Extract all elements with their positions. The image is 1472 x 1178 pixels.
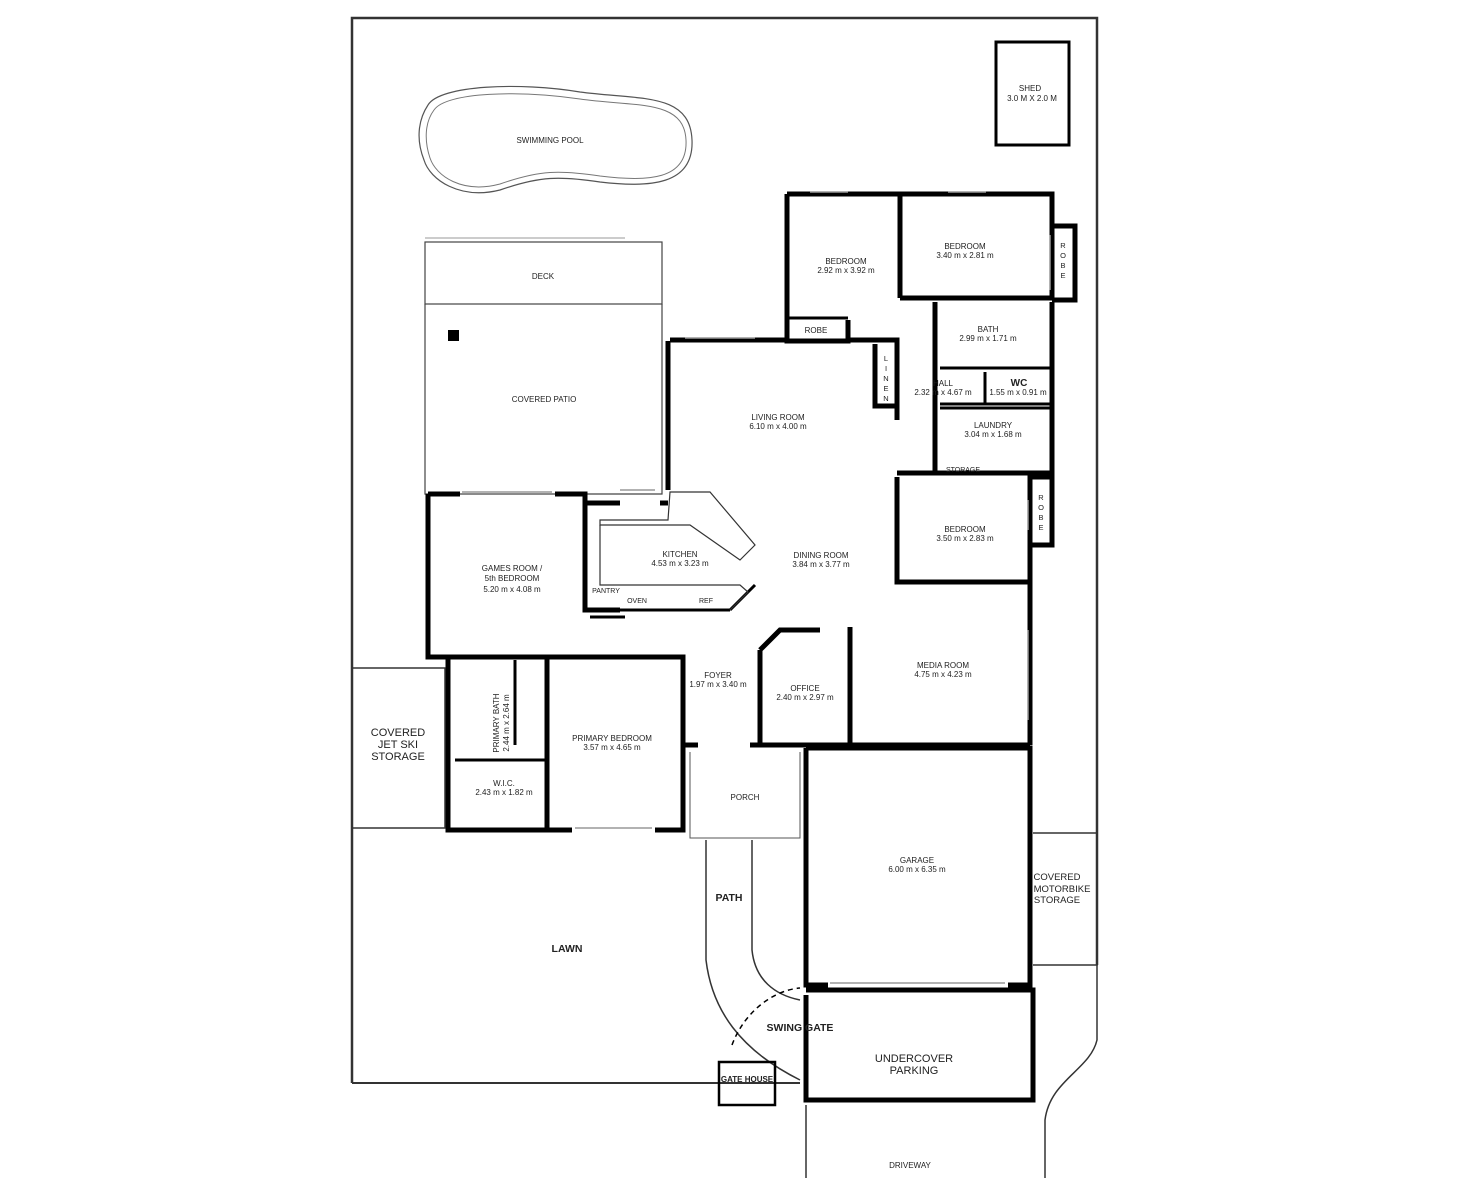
- pool-outer: [418, 85, 693, 194]
- gate-swing-arc: [731, 987, 801, 1046]
- shed-outline: [994, 40, 1071, 147]
- deck-label: DECK: [532, 272, 555, 281]
- games-label-1: GAMES ROOM /: [482, 564, 543, 573]
- kitchen-counter-lower: [599, 525, 749, 611]
- robe-c-e: E: [1038, 523, 1043, 532]
- pool-inner: [425, 93, 687, 188]
- shed-dims: 3.0 M X 2.0 M: [1007, 94, 1057, 103]
- path-left-edge: [705, 840, 801, 1081]
- games-dims: 5.20 m x 4.08 m: [483, 585, 541, 594]
- driveway-right: [1044, 965, 1098, 1178]
- labels: SHED 3.0 M X 2.0 M SWIMMING POOL DECK CO…: [371, 84, 1091, 1170]
- patio-outline: [424, 304, 663, 495]
- path-right-edge: [751, 840, 801, 1001]
- pantry-label: PANTRY: [592, 588, 620, 595]
- kitchen-dims: 4.53 m x 3.23 m: [651, 559, 709, 568]
- living-label: LIVING ROOM: [751, 413, 805, 422]
- robe-b-o: O: [1060, 251, 1066, 260]
- linen-i: I: [885, 364, 887, 373]
- motorbike-label-2: MOTORBIKE: [1034, 884, 1091, 895]
- motorbike-label-1: COVERED: [1034, 872, 1081, 883]
- wic-dims: 2.43 m x 1.82 m: [475, 788, 533, 797]
- wic-label: W.I.C.: [493, 779, 515, 788]
- primary-bath-label: PRIMARY BATH: [492, 693, 501, 752]
- robe-b-b: B: [1060, 261, 1065, 270]
- porch-outline: [689, 752, 801, 839]
- dining-label: DINING ROOM: [793, 551, 848, 560]
- bedroom-b-label: BEDROOM: [944, 242, 986, 251]
- linen-n2: N: [883, 394, 888, 403]
- gate-house-label: GATE HOUSE: [721, 1075, 774, 1084]
- media-label: MEDIA ROOM: [917, 661, 969, 670]
- primary-bath-dims: 2.44 m x 2.64 m: [502, 694, 511, 752]
- primary-bed-label: PRIMARY BEDROOM: [572, 734, 652, 743]
- primary-bed-dims: 3.57 m x 4.65 m: [583, 743, 641, 752]
- shed-label: SHED: [1019, 84, 1041, 93]
- media-dims: 4.75 m x 4.23 m: [914, 670, 972, 679]
- bath-dims: 2.99 m x 1.71 m: [959, 334, 1017, 343]
- foyer-label: FOYER: [704, 671, 732, 680]
- linen-e: E: [883, 384, 888, 393]
- robe-b-r: R: [1060, 241, 1066, 250]
- bedroom-b-dims: 3.40 m x 2.81 m: [936, 251, 994, 260]
- windows: [462, 191, 1051, 984]
- office-label: OFFICE: [790, 684, 819, 693]
- driveway-label: DRIVEWAY: [889, 1161, 931, 1170]
- undercover-label-1: UNDERCOVER: [875, 1053, 953, 1065]
- swing-gate-label: SWING GATE: [767, 1022, 834, 1034]
- bedroom-c-dims: 3.50 m x 2.83 m: [936, 534, 994, 543]
- patio-label: COVERED PATIO: [512, 395, 577, 404]
- living-dims: 6.10 m x 4.00 m: [749, 422, 807, 431]
- lawn-label: LAWN: [552, 943, 583, 955]
- undercover-label-2: PARKING: [890, 1065, 939, 1077]
- robe-c-b: B: [1038, 513, 1043, 522]
- laundry-dims: 3.04 m x 1.68 m: [964, 430, 1022, 439]
- ref-label: REF: [699, 598, 713, 605]
- patio-post: [448, 330, 459, 341]
- bedroom-a-label: BEDROOM: [825, 257, 867, 266]
- robe-b-e: E: [1060, 271, 1065, 280]
- jetski-label-3: STORAGE: [371, 751, 425, 763]
- jetski-label-2: JET SKI: [378, 739, 418, 751]
- kitchen-label: KITCHEN: [662, 550, 697, 559]
- robe-a-label: ROBE: [805, 326, 828, 335]
- linen-l: L: [884, 354, 888, 363]
- bath-label: BATH: [978, 325, 999, 334]
- deck-outline: [424, 241, 663, 305]
- robe-c-r: R: [1038, 493, 1044, 502]
- exterior-walls: [425, 191, 1078, 1103]
- wc-dims: 1.55 m x 0.91 m: [989, 388, 1047, 397]
- games-label-2: 5th BEDROOM: [485, 574, 540, 583]
- bedroom-a-dims: 2.92 m x 3.92 m: [817, 266, 875, 275]
- jetski-label-1: COVERED: [371, 727, 425, 739]
- storage-label: STORAGE: [946, 467, 980, 474]
- hall-label: HALL: [933, 379, 954, 388]
- garage-label: GARAGE: [900, 856, 934, 865]
- jetski-outline: [352, 667, 446, 829]
- wc-label: WC: [1011, 378, 1028, 389]
- property-boundary: [350, 16, 1099, 1083]
- motorbike-outline: [1033, 832, 1098, 966]
- motorbike-label-3: STORAGE: [1034, 895, 1080, 906]
- gate-house-outline: [717, 1060, 777, 1107]
- robe-c-o: O: [1038, 503, 1044, 512]
- kitchen-counter: [599, 491, 756, 561]
- pool-label: SWIMMING POOL: [516, 136, 584, 145]
- vertical-labels: R O B E L I N E N R O B E: [883, 241, 1066, 532]
- linen-n: N: [883, 374, 888, 383]
- oven-label: OVEN: [627, 598, 647, 605]
- laundry-label: LAUNDRY: [974, 421, 1013, 430]
- path-label: PATH: [715, 892, 742, 904]
- dining-dims: 3.84 m x 3.77 m: [792, 560, 850, 569]
- office-dims: 2.40 m x 2.97 m: [776, 693, 834, 702]
- bedroom-c-label: BEDROOM: [944, 525, 986, 534]
- porch-label: PORCH: [731, 793, 760, 802]
- hall-dims: 2.32 m x 4.67 m: [914, 388, 972, 397]
- foyer-dims: 1.97 m x 3.40 m: [689, 680, 747, 689]
- garage-dims: 6.00 m x 6.35 m: [888, 865, 946, 874]
